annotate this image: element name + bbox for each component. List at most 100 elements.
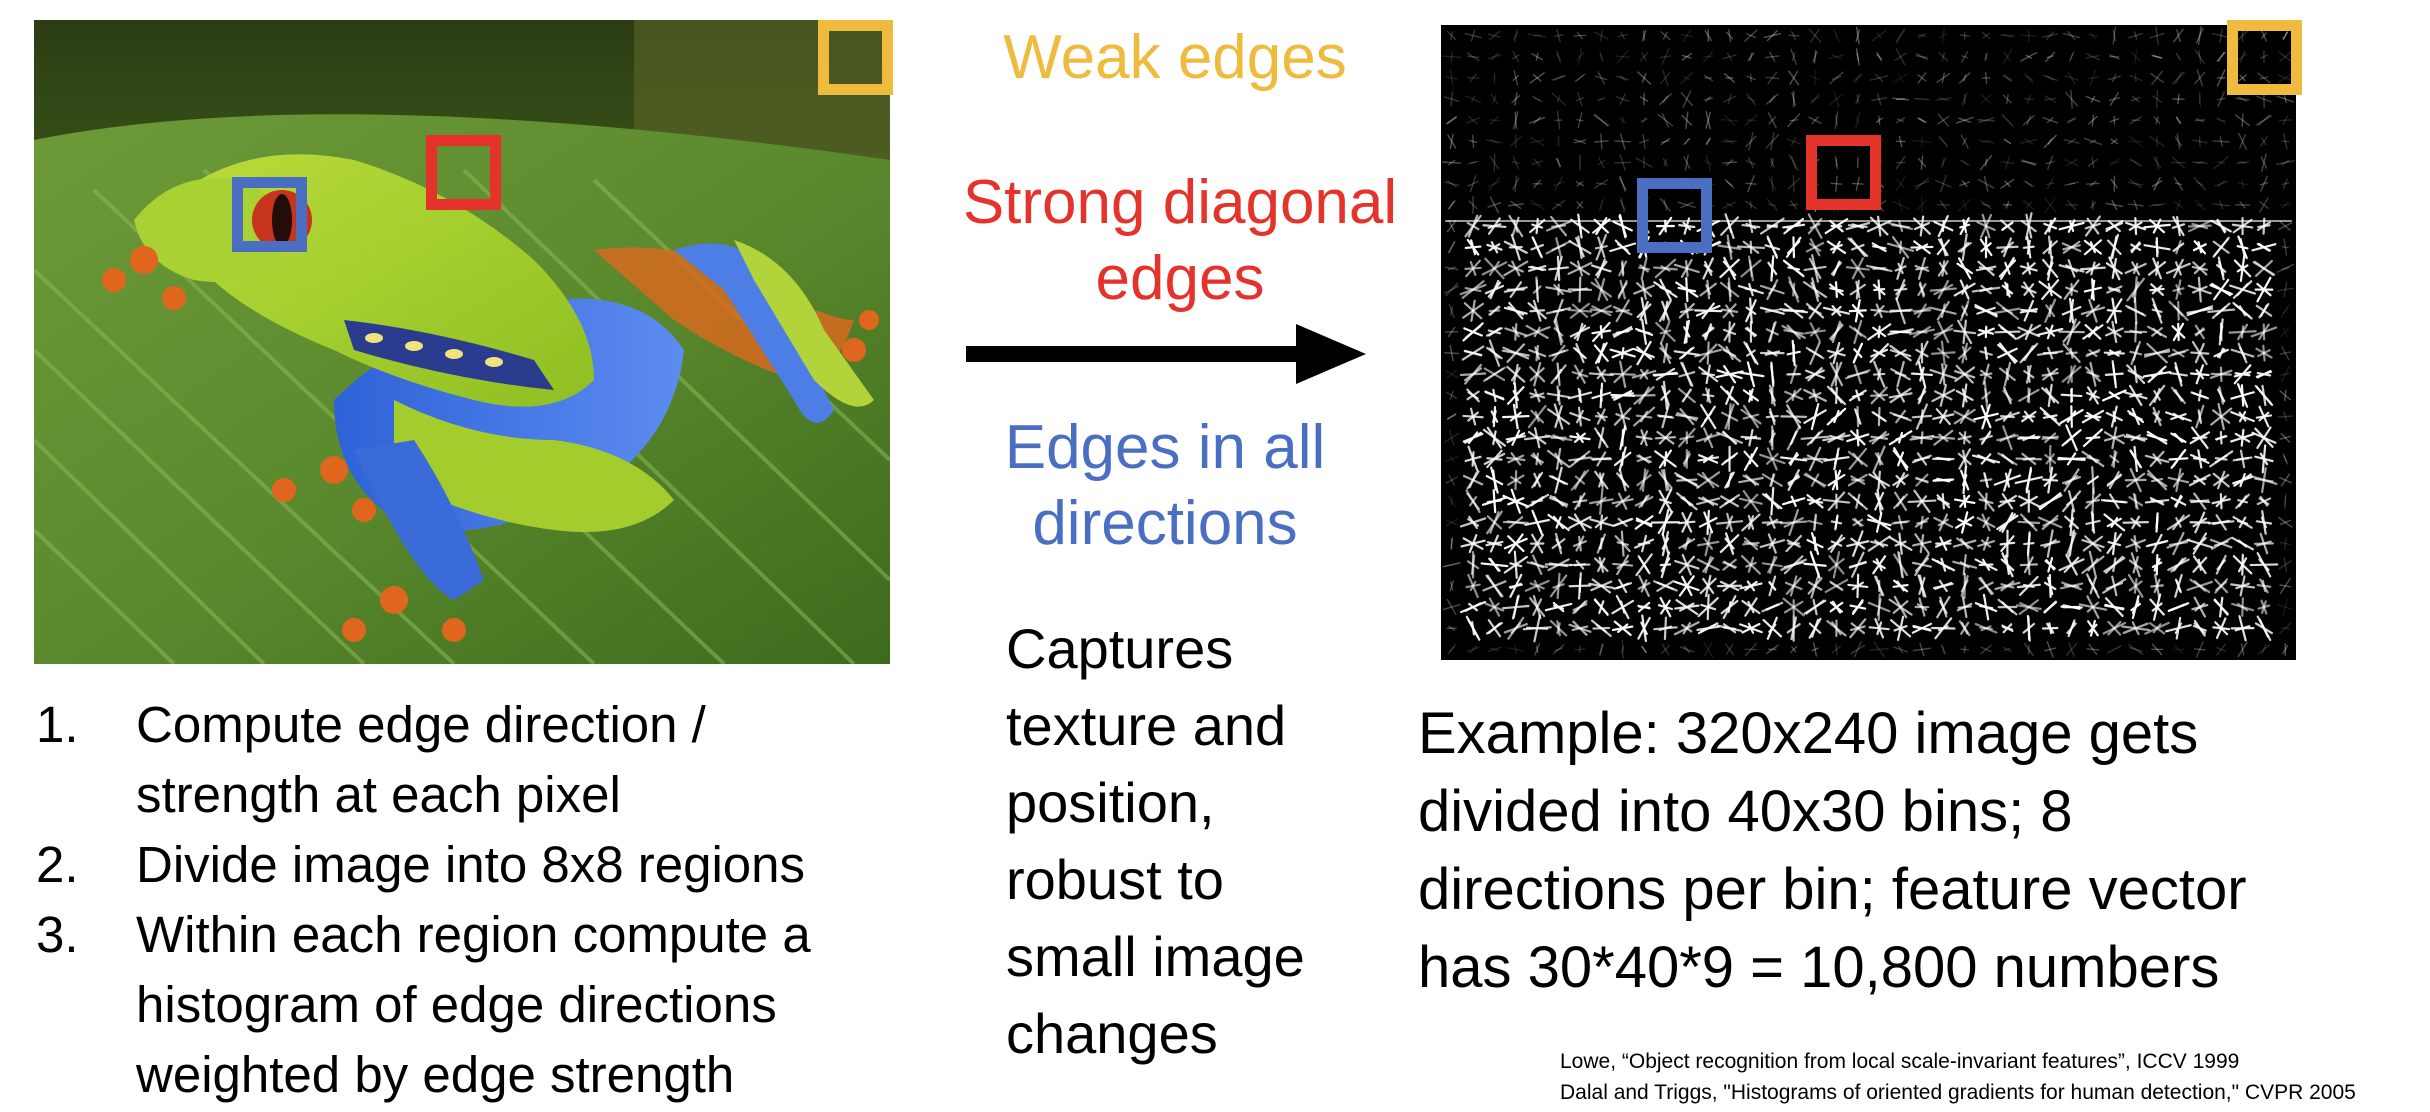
hog-gradient-stroke <box>1787 469 1800 491</box>
hog-gradient-stroke <box>2046 641 2054 658</box>
hog-gradient-stroke <box>1642 133 1646 149</box>
hog-gradient-stroke <box>2110 179 2119 189</box>
hog-gradient-stroke <box>1683 450 1691 467</box>
hog-gradient-stroke <box>1933 283 1954 296</box>
hog-gradient-stroke <box>2278 222 2293 231</box>
hog-gradient-stroke <box>1619 360 1627 389</box>
hog-gradient-stroke <box>1874 243 1885 251</box>
step-line: weighted by edge strength <box>136 1046 735 1103</box>
hog-gradient-stroke <box>2063 138 2080 144</box>
hog-gradient-stroke <box>1661 139 1670 143</box>
hog-gradient-stroke <box>1741 599 1761 615</box>
hog-gradient-stroke <box>1744 114 1758 126</box>
hog-gradient-stroke <box>1507 203 1524 207</box>
hog-gradient-stroke <box>1462 414 1484 419</box>
hog-gradient-stroke <box>1504 327 1528 337</box>
hog-gradient-stroke <box>1759 539 1786 549</box>
hog-gradient-stroke <box>1786 324 1801 340</box>
hog-gradient-stroke <box>1961 50 1969 63</box>
hog-gradient-stroke <box>2003 51 2012 63</box>
hog-gradient-stroke <box>1853 641 1862 658</box>
hog-gradient-stroke <box>1469 175 1477 193</box>
step-item: 3. Within each region compute a histogra… <box>36 900 936 1110</box>
hog-gradient-stroke <box>2064 181 2079 187</box>
hog-gradient-stroke <box>2148 203 2166 207</box>
hog-gradient-stroke <box>1829 71 1844 85</box>
hog-gradient-stroke <box>1599 200 1603 210</box>
hog-gradient-stroke <box>1787 499 1800 504</box>
hog-gradient-stroke <box>1937 320 1950 344</box>
hog-gradient-stroke <box>1547 513 1570 532</box>
hog-gradient-stroke <box>1886 242 1915 252</box>
hog-gradient-stroke <box>2240 643 2245 656</box>
hog-gradient-stroke <box>1462 302 1485 319</box>
hog-gradient-stroke <box>1703 97 1713 101</box>
hog-gradient-stroke <box>1700 405 1716 428</box>
hog-gradient-stroke <box>2151 180 2163 188</box>
hog-gradient-stroke <box>1769 473 1776 487</box>
hog-gradient-stroke <box>1487 622 1501 635</box>
hog-gradient-stroke <box>2068 220 2075 232</box>
hog-gradient-stroke <box>2091 200 2095 210</box>
hog-gradient-stroke <box>1787 276 1800 303</box>
hog-gradient-stroke <box>2251 243 2277 252</box>
hog-gradient-stroke <box>2085 54 2101 59</box>
hog-gradient-stroke <box>2283 238 2288 256</box>
hog-gradient-stroke <box>1489 305 1500 317</box>
hog-gradient-stroke <box>1787 113 1801 128</box>
hog-gradient-stroke <box>2112 29 2117 42</box>
hog-yellow-box <box>2227 20 2302 95</box>
hog-gradient-stroke <box>2282 644 2289 654</box>
hog-gradient-stroke <box>1577 213 1583 239</box>
hog-gradient-stroke <box>1464 455 1482 463</box>
hog-gradient-stroke <box>1599 487 1604 515</box>
hog-gradient-stroke <box>2046 622 2055 634</box>
hog-gradient-stroke <box>1725 304 1735 318</box>
hog-gradient-stroke <box>2186 538 2214 549</box>
hog-gradient-stroke <box>2025 54 2033 59</box>
hog-gradient-stroke <box>2174 136 2183 147</box>
hog-gradient-stroke <box>1508 647 1524 652</box>
hog-gradient-stroke <box>2109 454 2120 464</box>
hog-gradient-stroke <box>2236 382 2249 408</box>
hog-gradient-stroke <box>1554 647 1563 652</box>
hog-gradient-stroke <box>1449 344 1454 362</box>
hog-gradient-stroke <box>1447 134 1457 149</box>
hog-gradient-stroke <box>1551 200 1566 210</box>
weak-edges-label: Weak edges <box>1003 23 1347 92</box>
hog-gradient-stroke <box>1806 538 1824 549</box>
hog-gradient-stroke <box>2260 175 2268 192</box>
hog-gradient-stroke <box>1872 349 1886 358</box>
hog-gradient-stroke <box>1747 156 1754 169</box>
hog-gradient-stroke <box>2197 276 2202 303</box>
hog-gradient-stroke <box>1461 280 1485 299</box>
hog-gradient-stroke <box>2127 410 2145 424</box>
hog-gradient-stroke <box>1855 176 1860 191</box>
hog-gradient-stroke <box>1442 161 1462 164</box>
hog-gradient-stroke <box>1448 159 1456 166</box>
hog-gradient-stroke <box>1984 71 1988 85</box>
hog-gradient-stroke <box>1980 644 1992 655</box>
hog-gradient-stroke <box>1935 179 1952 188</box>
hog-gradient-stroke <box>1872 372 1886 376</box>
hog-gradient-stroke <box>1446 413 1457 421</box>
hog-gradient-stroke <box>2194 511 2206 534</box>
hog-gradient-stroke <box>1635 435 1653 440</box>
hog-gradient-stroke <box>1834 469 1839 491</box>
hog-gradient-stroke <box>2062 32 2081 39</box>
hog-gradient-stroke <box>2090 511 2096 534</box>
hog-gradient-stroke <box>2065 642 2078 656</box>
hog-gradient-stroke <box>1557 135 1560 148</box>
hog-gradient-stroke <box>1660 599 1671 615</box>
hog-gradient-stroke <box>1913 306 1931 315</box>
hog-gradient-stroke <box>1464 32 1482 39</box>
hog-gradient-stroke <box>1447 326 1456 338</box>
hog-gradient-stroke <box>2282 453 2289 465</box>
hog-gradient-stroke <box>2257 114 2271 126</box>
hog-gradient-stroke <box>2133 199 2138 210</box>
hog-gradient-stroke <box>2087 475 2099 485</box>
hog-gradient-stroke <box>2196 69 2204 87</box>
hog-gradient-stroke <box>1507 305 1525 316</box>
hog-gradient-stroke <box>2086 182 2100 185</box>
hog-gradient-stroke <box>1878 115 1881 125</box>
